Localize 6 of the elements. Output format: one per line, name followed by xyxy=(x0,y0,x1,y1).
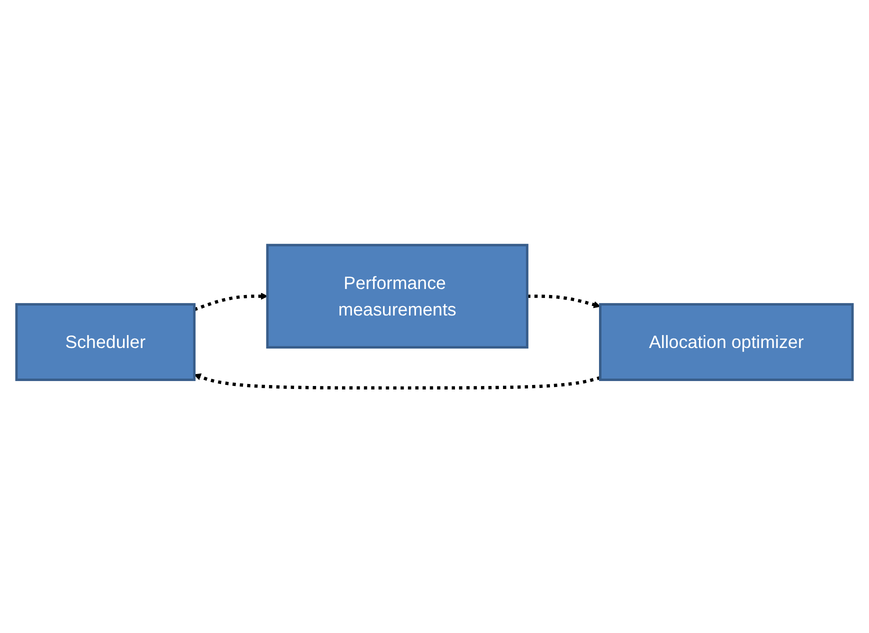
arrow xyxy=(194,292,268,312)
arrow xyxy=(527,294,601,308)
node-box: Scheduler xyxy=(15,303,196,382)
node-box: Allocation optimizer xyxy=(599,303,854,382)
arrow xyxy=(194,373,601,390)
node-box: Performance measurements xyxy=(266,244,528,349)
